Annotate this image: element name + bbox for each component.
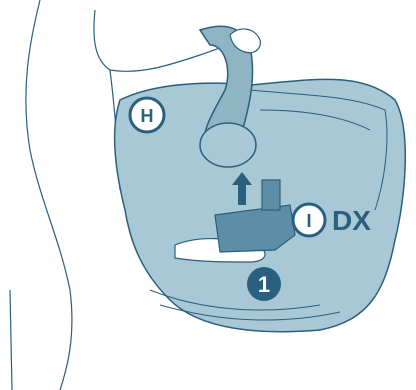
h-badge: H bbox=[130, 98, 164, 132]
step-number: 1 bbox=[258, 272, 270, 297]
step-badge: 1 bbox=[247, 267, 281, 301]
dx-label: DX bbox=[332, 205, 371, 236]
i-badge-label: I bbox=[306, 211, 311, 231]
h-badge-label: H bbox=[141, 106, 154, 126]
i-badge: I bbox=[293, 204, 325, 236]
